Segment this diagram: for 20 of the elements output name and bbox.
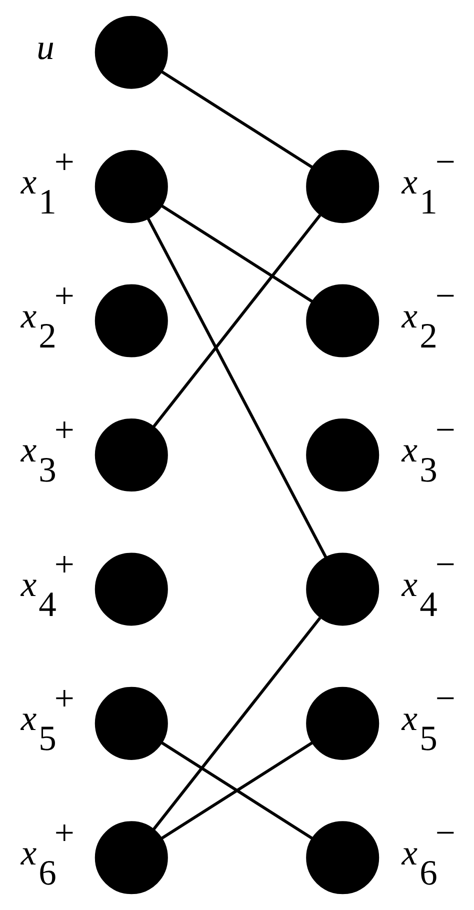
node-circle — [94, 552, 168, 626]
node-circle — [306, 821, 380, 894]
node-label: u — [36, 27, 54, 68]
node-circle — [306, 284, 380, 358]
connector — [152, 616, 322, 830]
node-circle — [306, 418, 380, 492]
node-circle — [94, 418, 168, 492]
node-circle — [306, 150, 380, 224]
connector — [146, 217, 328, 558]
node-circle — [306, 686, 380, 760]
connector — [160, 741, 314, 840]
node-circle — [306, 552, 380, 626]
node-circle — [94, 686, 168, 760]
node-circle — [94, 150, 168, 224]
node-circle — [94, 821, 168, 894]
node-circle — [94, 16, 168, 89]
connector — [160, 204, 314, 303]
connector — [160, 70, 314, 169]
node-circle — [94, 284, 168, 358]
connector — [152, 214, 322, 428]
